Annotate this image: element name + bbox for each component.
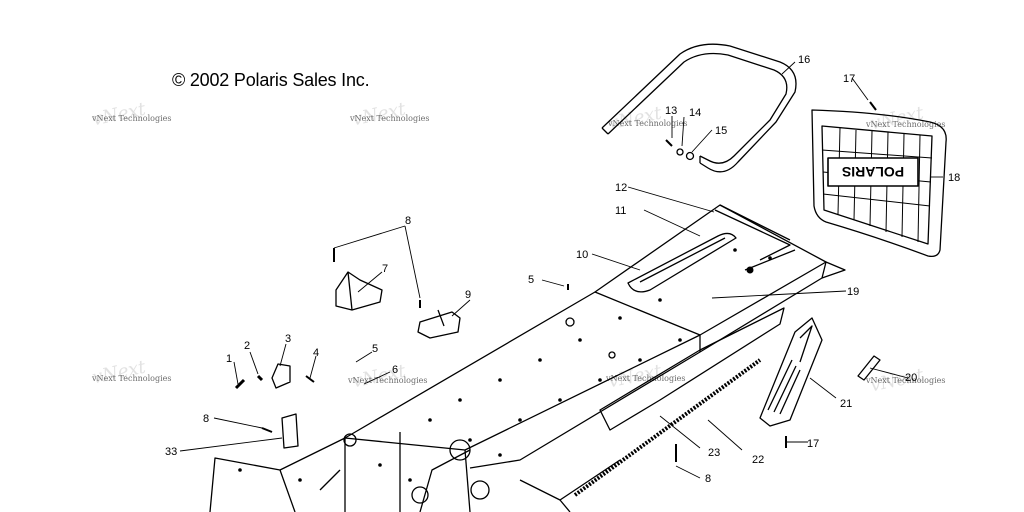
callout: 17 bbox=[807, 438, 819, 450]
callout: 12 bbox=[615, 182, 627, 194]
chassis-tunnel bbox=[209, 204, 846, 512]
part-20-pad bbox=[857, 355, 881, 381]
callout: 10 bbox=[576, 249, 588, 261]
callout: 11 bbox=[615, 205, 626, 217]
callout: 22 bbox=[752, 454, 764, 466]
copyright-notice: © 2002 Polaris Sales Inc. bbox=[172, 70, 370, 90]
callout: 14 bbox=[689, 107, 701, 119]
callout: 5 bbox=[372, 343, 378, 355]
callout: 4 bbox=[313, 347, 319, 359]
watermark: vNext Technologies bbox=[92, 114, 172, 123]
callout: 15 bbox=[715, 125, 727, 137]
callout: 8 bbox=[705, 473, 711, 485]
leader-lines bbox=[179, 61, 943, 479]
grille-badge: POLARIS bbox=[842, 164, 904, 180]
callout: 23 bbox=[708, 447, 720, 459]
callout: 33 bbox=[165, 446, 177, 458]
fasteners bbox=[234, 101, 877, 462]
watermark: vNext Technologies bbox=[608, 119, 688, 128]
callout: 5 bbox=[528, 274, 534, 286]
watermark: vNext Technologies bbox=[92, 374, 172, 383]
callout: 18 bbox=[948, 172, 960, 184]
part-18-rear-grille bbox=[811, 109, 947, 258]
part-3-bracket bbox=[271, 363, 291, 389]
chassis-rivets bbox=[238, 248, 772, 482]
callout: 17 bbox=[843, 73, 855, 85]
callout: 9 bbox=[465, 289, 471, 301]
callout: 20 bbox=[905, 372, 917, 384]
callout: 1 bbox=[226, 353, 232, 365]
watermark: vNext Technologies bbox=[348, 376, 428, 385]
watermark: vNext Technologies bbox=[350, 114, 430, 123]
callout: 8 bbox=[203, 413, 209, 425]
callout: 19 bbox=[847, 286, 859, 298]
part-7-bracket bbox=[335, 271, 383, 311]
callout: 13 bbox=[665, 105, 677, 117]
watermark: vNext Technologies bbox=[866, 376, 946, 385]
callout: 3 bbox=[285, 333, 291, 345]
watermark: vNext Technologies bbox=[866, 120, 946, 129]
callout-labels: 16 17 13 14 15 12 18 11 8 10 7 5 19 9 3 … bbox=[165, 54, 960, 485]
callout: 2 bbox=[244, 340, 250, 352]
chassis-large-holes bbox=[343, 317, 616, 504]
callout: 6 bbox=[392, 364, 398, 376]
part-9-bracket bbox=[417, 309, 461, 339]
part-21-footrest bbox=[759, 317, 823, 427]
part-33-plate bbox=[281, 413, 299, 449]
callout: 8 bbox=[405, 215, 411, 227]
watermark: vNext Technologies bbox=[606, 374, 686, 383]
callout: 7 bbox=[382, 263, 388, 275]
part-16-grab-bar bbox=[601, 43, 797, 173]
callout: 16 bbox=[798, 54, 810, 66]
callout: 21 bbox=[840, 398, 852, 410]
